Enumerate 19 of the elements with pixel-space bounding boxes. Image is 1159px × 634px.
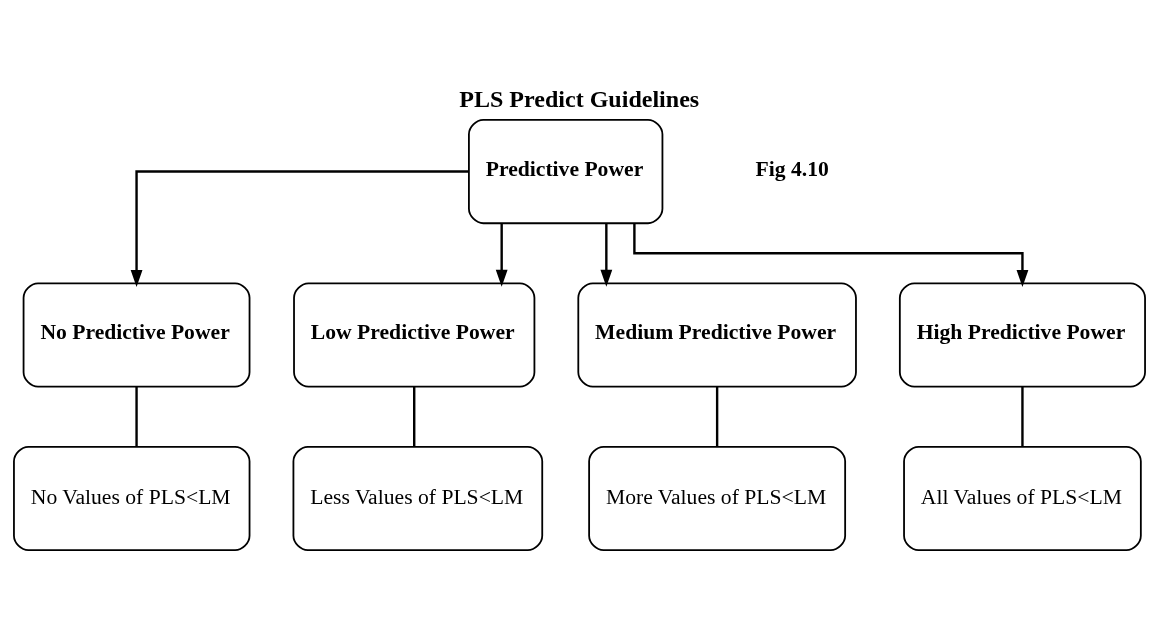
connector bbox=[135, 386, 138, 447]
arrow bbox=[633, 223, 1029, 287]
connector bbox=[715, 386, 719, 447]
node-box: Low Predictive Power bbox=[293, 282, 536, 388]
node-box: High Predictive Power bbox=[898, 282, 1146, 388]
arrow bbox=[600, 223, 613, 287]
node-box: Predictive Power bbox=[468, 118, 664, 225]
arrow bbox=[130, 170, 469, 287]
connector bbox=[1021, 386, 1024, 447]
connector bbox=[413, 386, 416, 447]
node-box: More Values of PLS<LM bbox=[588, 445, 847, 552]
node-box: No Predictive Power bbox=[22, 282, 251, 388]
node-box: No Values of PLS<LM bbox=[13, 445, 251, 552]
node-box: Less Values of PLS<LM bbox=[292, 445, 544, 552]
node-box: All Values of PLS<LM bbox=[903, 445, 1142, 552]
label: Fig 4.10 bbox=[755, 156, 829, 181]
arrow bbox=[495, 223, 508, 287]
diagram-title: PLS Predict Guidelines bbox=[459, 85, 700, 112]
node-box: Medium Predictive Power bbox=[577, 282, 857, 388]
